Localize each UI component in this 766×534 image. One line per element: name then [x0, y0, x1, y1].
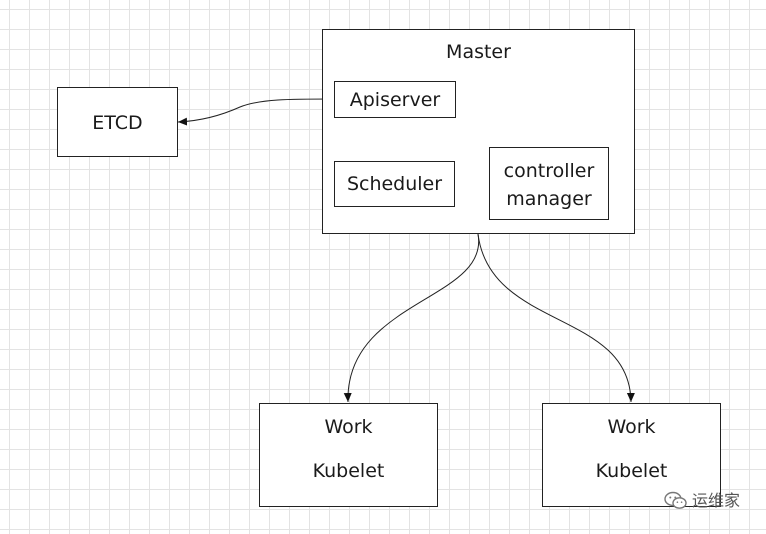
- wechat-icon: [664, 491, 688, 511]
- etcd-node: ETCD: [57, 87, 178, 157]
- controller-manager-label-line-2: manager: [506, 188, 592, 210]
- work-node-left-kubelet: Kubelet: [312, 460, 385, 482]
- scheduler-label: Scheduler: [346, 173, 443, 195]
- etcd-label: ETCD: [92, 112, 143, 134]
- apiserver-label: Apiserver: [349, 89, 441, 111]
- master-label: Master: [446, 41, 511, 63]
- scheduler-node: Scheduler: [334, 161, 455, 207]
- watermark-text: 运维家: [692, 491, 741, 510]
- work-node-left-title: Work: [324, 416, 373, 438]
- controller-manager-node: controller manager: [489, 147, 609, 220]
- apiserver-node: Apiserver: [334, 81, 456, 118]
- controller-manager-label-line-1: controller: [503, 160, 595, 182]
- edge-apiserver-to-etcd: [177, 98, 335, 126]
- watermark: 运维家: [664, 490, 740, 512]
- edge-master-to-work-right: [477, 233, 635, 403]
- work-node-right-title: Work: [607, 416, 656, 438]
- work-node-right-kubelet: Kubelet: [595, 460, 668, 482]
- edge-master-to-work-left: [343, 233, 480, 403]
- work-node-right: Work Kubelet: [542, 403, 721, 507]
- work-node-left: Work Kubelet: [259, 403, 438, 507]
